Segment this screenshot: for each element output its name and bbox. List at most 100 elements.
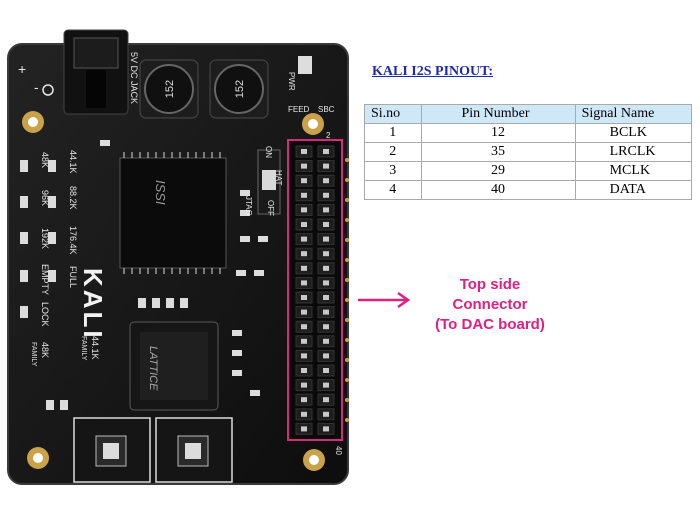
header-pin	[301, 368, 307, 373]
callout-line: (To DAC board)	[435, 316, 545, 333]
switch-on-label: ON	[264, 146, 273, 158]
table-cell: 2	[364, 142, 422, 162]
memory-chip	[119, 152, 227, 274]
fpga-chip-label: LATTICE	[147, 346, 159, 391]
jack-plus-symbol: +	[18, 61, 26, 77]
header-pin	[323, 338, 329, 344]
table-cell: 3	[364, 161, 422, 181]
inductor	[139, 59, 199, 119]
pwr-label: PWR	[287, 72, 296, 91]
table-cell: 4	[364, 180, 422, 200]
family-label-44k-family: FAMILY	[80, 336, 87, 361]
header-pin	[301, 265, 307, 271]
header-pin	[301, 411, 307, 417]
header-pin	[301, 353, 307, 359]
header-pin	[301, 178, 307, 184]
header-pin	[301, 192, 307, 198]
header-pin-label-first: 2	[326, 131, 331, 140]
switch-hat-label: HAT	[274, 170, 283, 186]
header-pin	[301, 251, 307, 257]
brand-label: KALI	[78, 268, 108, 341]
header-pin	[301, 397, 307, 403]
mounting-hole	[303, 449, 325, 471]
inductor-label: 152	[164, 80, 176, 98]
header-pin	[323, 295, 329, 300]
table-cell: 29	[420, 161, 576, 181]
inductor-label: 152	[234, 80, 246, 98]
header-pin	[323, 324, 329, 330]
header-pin	[301, 236, 307, 242]
kali-board-diagram: + - 5V DC JACK 152 152 PWR FEED SBC ISSI	[7, 29, 349, 485]
table-row: 3 29 MCLK	[364, 161, 693, 181]
polarity-icon	[42, 84, 54, 96]
family-label-48k: 48K	[40, 342, 50, 358]
header-pin	[323, 163, 329, 169]
callout-arrow-icon	[358, 291, 411, 309]
column-header: Si.no	[364, 104, 422, 124]
switch-off-label: OFF	[266, 200, 275, 216]
header-pin	[301, 280, 307, 286]
rate-label-176k: 176.4K	[68, 226, 78, 255]
table-cell: LRCLK	[574, 142, 693, 162]
column-header: Pin Number	[420, 104, 576, 124]
table-cell: MCLK	[574, 161, 693, 181]
family-label-48k-family: FAMILY	[30, 342, 37, 367]
header-pin	[323, 236, 329, 242]
header-pin	[301, 309, 307, 315]
edge-contacts	[345, 158, 349, 422]
header-pin-label-last: 40	[334, 446, 343, 455]
led-component	[298, 56, 312, 74]
header-pin	[301, 149, 307, 154]
header-pin	[301, 426, 307, 432]
header-pin-array	[295, 145, 335, 435]
memory-chip-label: ISSI	[153, 180, 168, 205]
inductor	[209, 59, 269, 119]
header-pin	[323, 265, 329, 271]
sbc-label: SBC	[318, 105, 335, 114]
header-pin	[323, 368, 329, 373]
tactile-button	[155, 417, 233, 483]
status-label-full: FULL	[68, 266, 78, 288]
hat-switch	[257, 149, 281, 215]
rate-label-88k: 88.2K	[68, 186, 78, 210]
header-pin	[323, 207, 329, 213]
header-pin	[301, 324, 307, 330]
table-row: 1 12 BCLK	[364, 123, 693, 143]
header-pin	[323, 280, 329, 286]
header-pin	[301, 295, 307, 300]
smd-components	[20, 140, 268, 410]
rate-label-192k: 192K	[40, 228, 50, 249]
feed-label: FEED	[288, 105, 310, 114]
jtag-label: JTAG	[244, 196, 253, 216]
table-cell: 35	[420, 142, 576, 162]
table-cell: BCLK	[574, 123, 693, 143]
rate-label-96k: 96K	[40, 190, 50, 206]
jack-minus-symbol: -	[34, 79, 39, 95]
tactile-button	[73, 417, 151, 483]
header-pin	[301, 382, 307, 388]
mounting-hole	[27, 447, 49, 469]
header-pin	[301, 338, 307, 344]
header-pin	[301, 222, 307, 227]
mounting-hole	[22, 111, 44, 133]
dc-jack	[63, 29, 129, 115]
gpio-header	[287, 139, 343, 441]
status-label-lock: LOCK	[40, 302, 50, 327]
fpga-chip	[129, 321, 219, 411]
header-pin	[323, 192, 329, 198]
table-cell: DATA	[574, 180, 693, 200]
column-header: Signal Name	[574, 104, 693, 124]
header-pin	[323, 426, 329, 432]
table-cell: 12	[420, 123, 576, 143]
pinout-title: KALI I2S PINOUT:	[372, 64, 494, 79]
table-row: 4 40 DATA	[364, 180, 693, 200]
header-pin	[301, 163, 307, 169]
callout-line: Connector	[452, 296, 528, 313]
table-cell: 40	[420, 180, 576, 200]
header-pin	[323, 353, 329, 359]
status-label-empty: EMPTY	[40, 264, 50, 295]
header-pin	[323, 149, 329, 154]
header-pin	[323, 222, 329, 227]
connector-callout: Top side Connector (To DAC board)	[410, 275, 570, 335]
dc-jack-label: 5V DC JACK	[129, 52, 139, 104]
